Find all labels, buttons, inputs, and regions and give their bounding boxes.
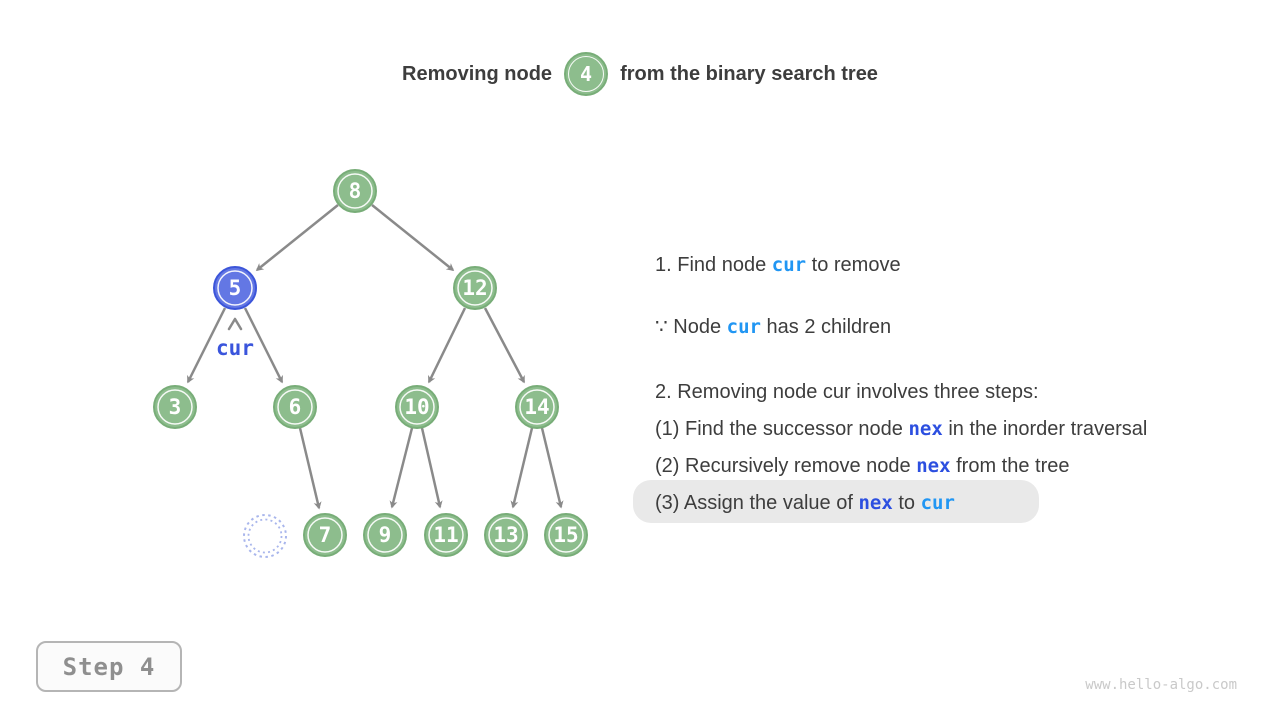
instruction-text: 1. Find node	[655, 254, 772, 276]
node-value: 7	[319, 523, 332, 547]
keyword-nex: nex	[908, 418, 943, 440]
keyword-cur: cur	[771, 254, 807, 276]
node-value: 8	[349, 179, 362, 203]
node-value: 14	[524, 395, 549, 419]
title-suffix: from the binary search tree	[620, 62, 878, 85]
tree-edge-5-6	[243, 307, 284, 384]
removed-node-placeholder	[243, 514, 287, 558]
node-value: 5	[229, 276, 242, 300]
keyword-cur: cur	[920, 492, 955, 514]
instructions: 1. Find node cur to remove ∵ Node cur has…	[655, 251, 1157, 517]
highlight-pill	[633, 480, 1039, 523]
tree-node-9: 9	[363, 513, 407, 557]
instruction-line: (3) Assign the value of nex to cur	[655, 489, 1157, 517]
node-value: 6	[289, 395, 302, 419]
removed-node-badge: 4	[564, 52, 609, 96]
tree-node-13: 13	[484, 513, 528, 557]
tree-node-11: 11	[424, 513, 468, 557]
instruction-text: (3) Assign the value of	[655, 492, 859, 514]
node-value: 3	[169, 395, 182, 419]
tree-edge-10-9	[389, 427, 414, 509]
node-value: 13	[493, 523, 518, 547]
tree-node-12: 12	[453, 266, 497, 310]
tree-edge-5-3	[186, 307, 227, 384]
tree-edge-10-11	[420, 427, 443, 509]
caret-up-icon	[227, 317, 243, 331]
tree-node-14: 14	[515, 385, 559, 429]
node-value: 12	[462, 276, 487, 300]
instruction-text: 2. Removing node cur involves three step…	[655, 381, 1039, 403]
instruction-text: from the tree	[950, 455, 1070, 477]
step-indicator: Step 4	[36, 641, 182, 692]
tree-edge-6-7	[298, 427, 322, 510]
tree-edge-8-5	[255, 204, 339, 271]
node-value: 10	[404, 395, 429, 419]
tree-node-5-cur: 5	[213, 266, 257, 310]
tree-edge-14-15	[540, 427, 564, 509]
instruction-text: to	[892, 492, 921, 514]
instruction-line: ∵ Node cur has 2 children	[655, 313, 1157, 341]
removed-node-value: 4	[580, 62, 593, 86]
tree-node-15: 15	[544, 513, 588, 557]
instruction-line: 2. Removing node cur involves three step…	[655, 378, 1157, 406]
cur-pointer: cur	[216, 317, 254, 360]
node-value: 11	[433, 523, 458, 547]
instruction-text: (1) Find the successor node	[655, 418, 909, 440]
tree-node-10: 10	[395, 385, 439, 429]
watermark: www.hello-algo.com	[1085, 677, 1237, 693]
instruction-line: 1. Find node cur to remove	[655, 251, 1157, 279]
tree-edge-8-12	[371, 204, 455, 271]
tree-node-7: 7	[303, 513, 347, 557]
node-value: 9	[379, 523, 392, 547]
node-value: 15	[553, 523, 578, 547]
instruction-text: to remove	[806, 254, 901, 276]
instruction-line: (2) Recursively remove node nex from the…	[655, 452, 1157, 480]
instruction-line: (1) Find the successor node nex in the i…	[655, 415, 1157, 443]
instruction-text: ∵ Node	[655, 316, 727, 338]
tree-node-6: 6	[273, 385, 317, 429]
step-label: Step 4	[62, 652, 156, 681]
instruction-text: (2) Recursively remove node	[655, 455, 917, 477]
keyword-cur: cur	[726, 316, 761, 338]
title: Removing node 4 from the binary search t…	[0, 50, 1280, 98]
instruction-text: has 2 children	[760, 316, 892, 338]
instruction-text: in the inorder traversal	[942, 418, 1148, 440]
tree-node-8: 8	[333, 169, 377, 213]
title-prefix: Removing node	[402, 62, 553, 85]
keyword-nex: nex	[916, 455, 951, 477]
tree-edges	[186, 204, 564, 510]
tree-edge-14-13	[510, 427, 534, 509]
tree-edge-12-14	[483, 307, 526, 384]
tree-node-3: 3	[153, 385, 197, 429]
keyword-nex: nex	[858, 492, 893, 514]
tree-edge-12-10	[427, 307, 467, 384]
cur-pointer-label: cur	[216, 336, 254, 360]
